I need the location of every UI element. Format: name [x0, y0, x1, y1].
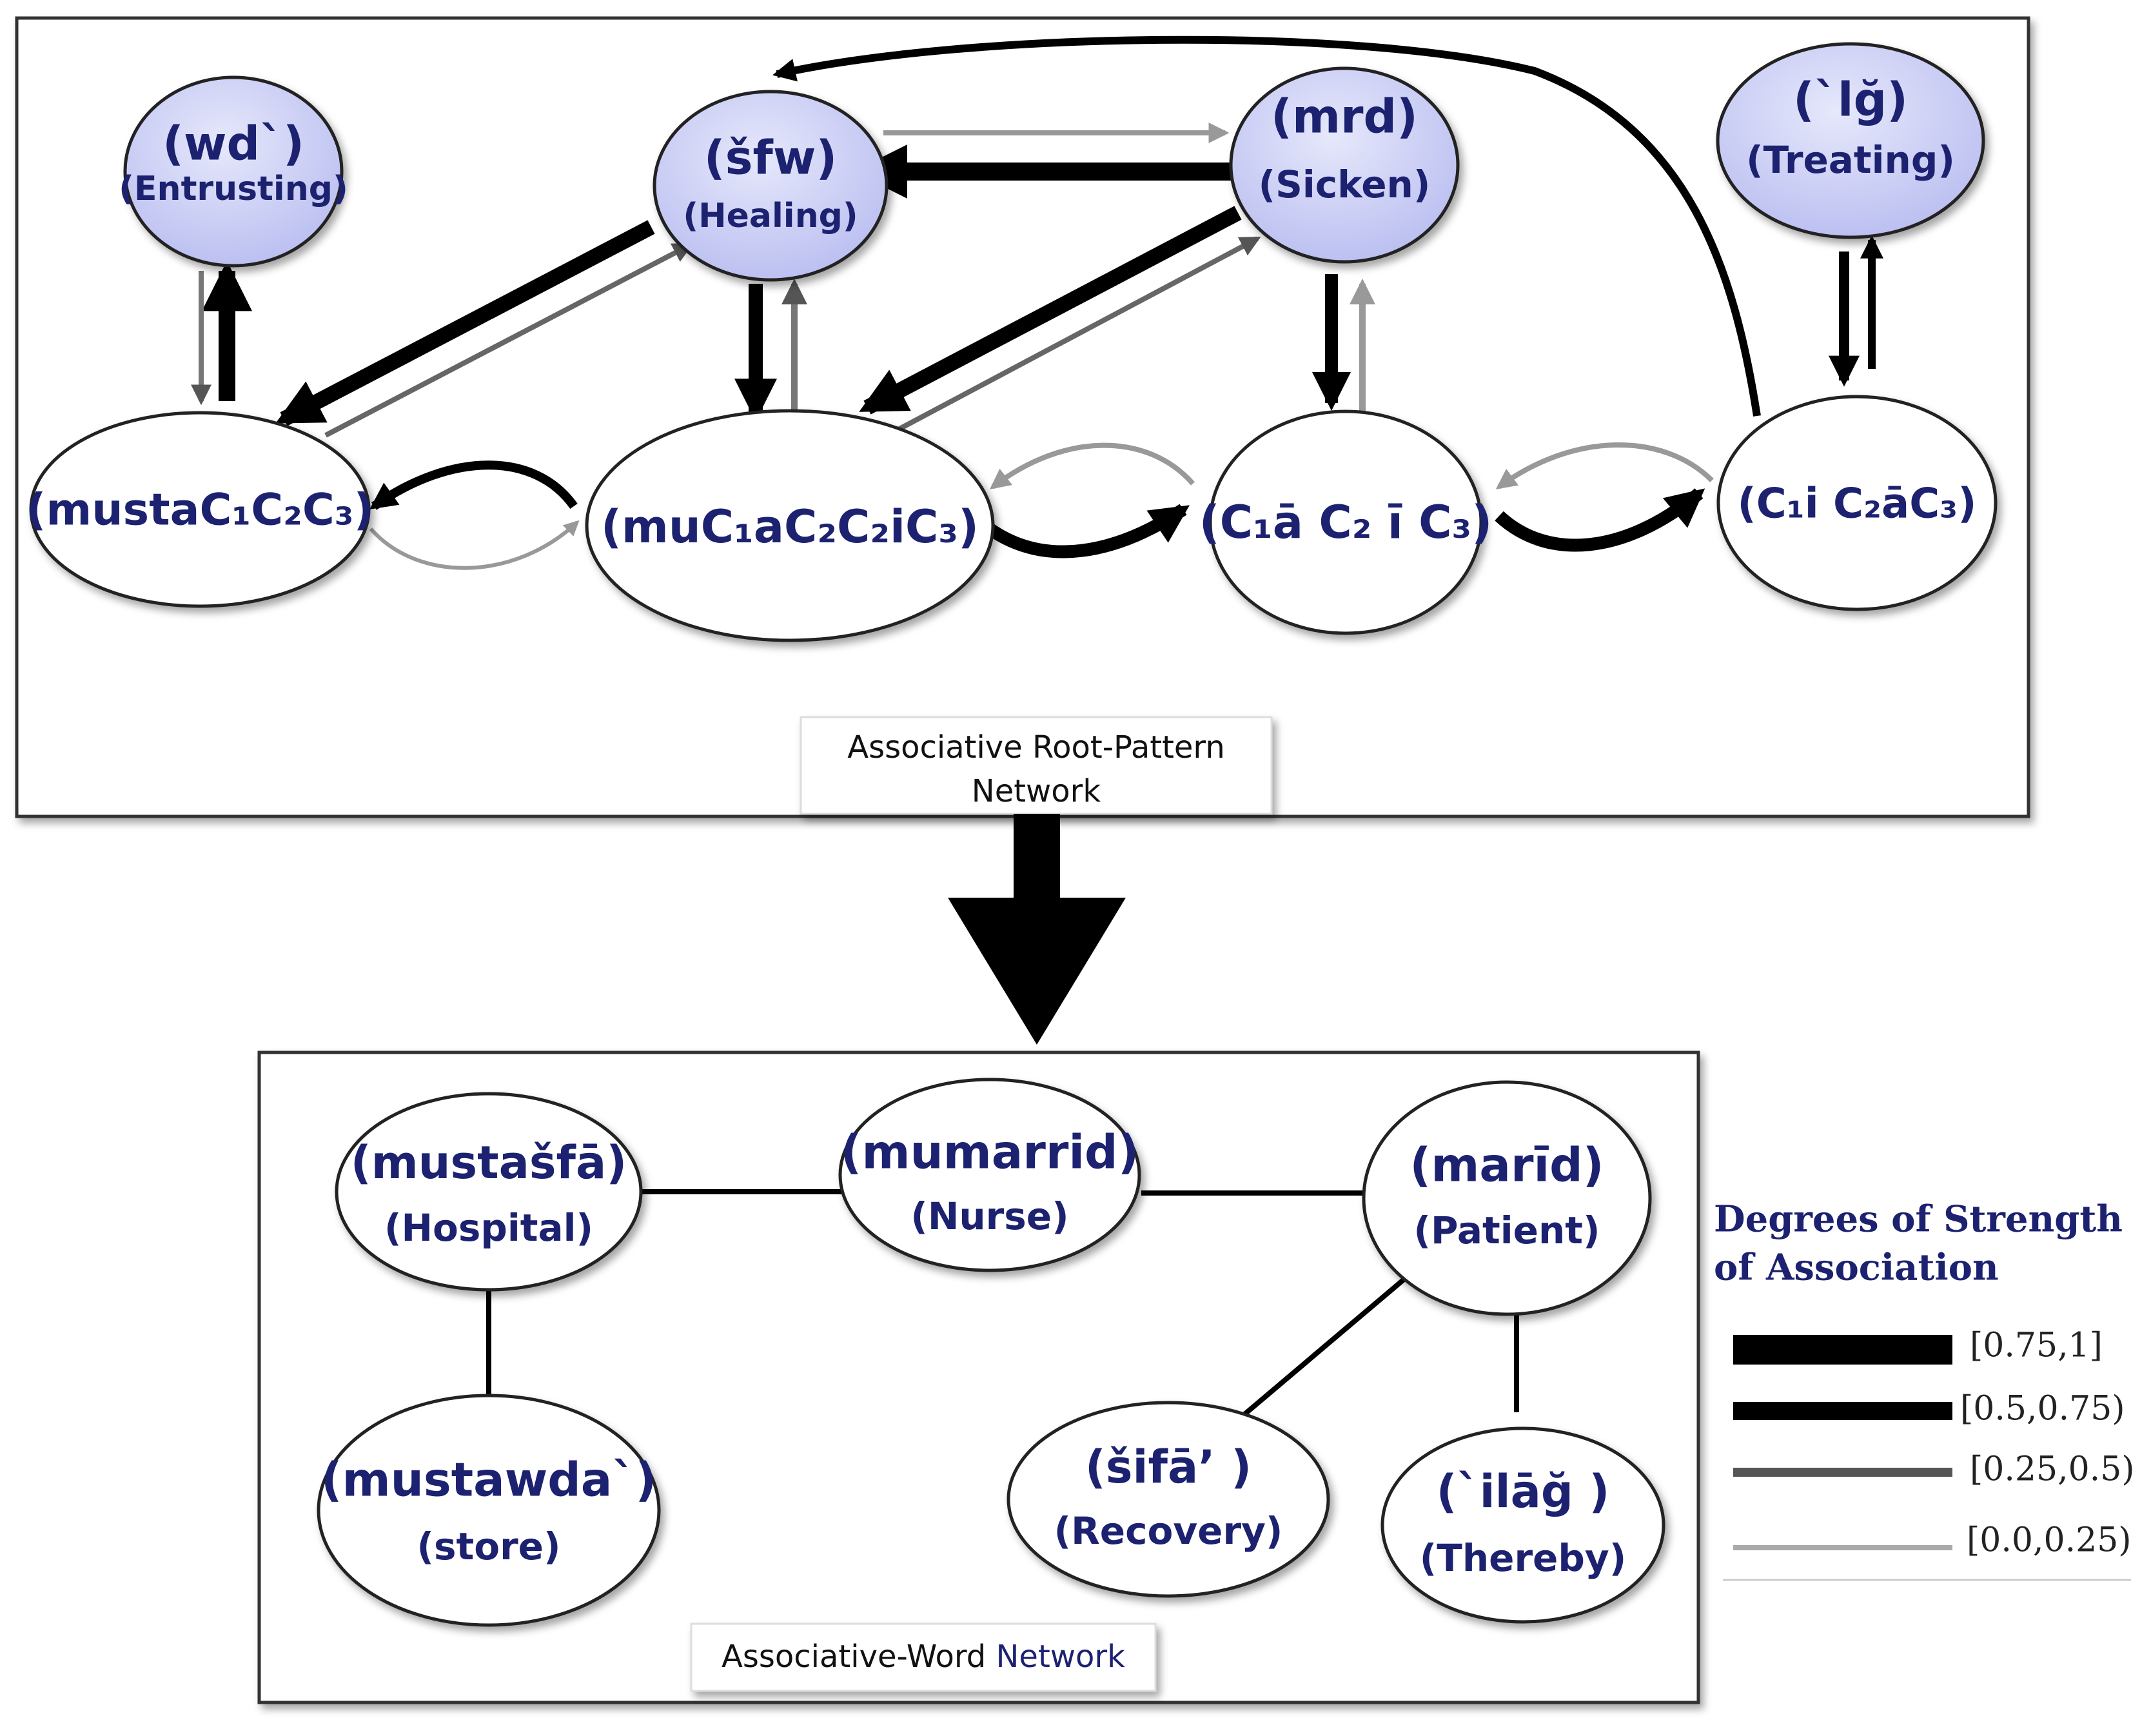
root-sfw-main: (šfw) [704, 131, 838, 185]
word-marid-main: (marīd) [1409, 1138, 1604, 1192]
legend-label-0: [0.75,1] [1970, 1327, 2103, 1365]
pattern-musta-label: (mustaC₁C₂C₃) [26, 485, 373, 536]
word-mustasfa-main: (mustašfā) [351, 1136, 627, 1189]
edge-caci-to-cica [1495, 488, 1705, 552]
legend-title-line1: Degrees of Strength [1714, 1198, 2123, 1241]
edge-caci-to-muc [989, 442, 1195, 489]
pattern-muc-label: (muC₁aC₂C₂iC₃) [601, 500, 979, 553]
root-mrd-sub: (Sicken) [1259, 163, 1431, 206]
pattern-cica-label: (C₁i C₂āC₃) [1738, 480, 1977, 528]
word-node-mustawda: (mustawda`) (store) [317, 1394, 661, 1627]
root-pattern-label-line2: Network [972, 773, 1101, 809]
word-mumarrid-main: (mumarrid) [841, 1125, 1139, 1179]
root-mrd-main: (mrd) [1271, 90, 1418, 144]
edge-muc-to-caci [986, 504, 1190, 558]
edge-sfw-to-musta [275, 220, 655, 426]
word-node-mustasfa: (mustašfā) (Hospital) [335, 1092, 643, 1292]
word-sifa-main: (šifā’ ) [1085, 1441, 1252, 1494]
edge-cica-to-caci [1495, 442, 1714, 489]
word-node-ilag: (`ilāğ ) (Thereby) [1380, 1426, 1665, 1624]
root-node-mrd: (mrd) (Sicken) [1229, 66, 1460, 264]
word-node-mumarrid: (mumarrid) (Nurse) [838, 1078, 1141, 1272]
legend-label-3: [0.0,0.25) [1967, 1521, 2132, 1560]
word-network-label: Associative-Word Network [722, 1639, 1125, 1675]
legend-swatch-3 [1733, 1545, 1952, 1550]
root-sfw-sub: (Healing) [683, 197, 858, 235]
legend-swatch-2 [1733, 1468, 1952, 1477]
legend-swatch-0 [1733, 1335, 1952, 1365]
legend: Degrees of Strength of Association [0.75… [1714, 1198, 2135, 1581]
legend-title-line2: of Association [1714, 1247, 1999, 1289]
root-lg-sub: (Treating) [1746, 138, 1955, 182]
pattern-caci-label: (C₁ā C₂ ī C₃) [1199, 496, 1492, 549]
word-mumarrid-sub: (Nurse) [910, 1194, 1068, 1238]
word-ilag-main: (`ilāğ ) [1437, 1465, 1610, 1518]
root-wd-sub: (Entrusting) [119, 170, 348, 208]
edge-cica-to-sfw [772, 35, 1761, 417]
edge-muc-to-musta [369, 460, 578, 510]
edge-mrd-to-muc [859, 206, 1242, 415]
word-ilag-sub: (Thereby) [1420, 1536, 1626, 1580]
edge-muc-to-mrd [898, 236, 1261, 431]
legend-swatch-1 [1733, 1402, 1952, 1420]
pattern-node-musta: (mustaC₁C₂C₃) [26, 411, 374, 608]
word-mustawda-main: (mustawda`) [321, 1453, 657, 1507]
edge-marid-sifa [1237, 1274, 1409, 1421]
word-mustasfa-sub: (Hospital) [384, 1206, 593, 1250]
root-node-lg: (`lğ) (Treating) [1716, 42, 1985, 239]
root-pattern-frame [15, 16, 2030, 818]
pattern-node-cica: (C₁i C₂āC₃) [1716, 395, 1998, 611]
root-wd-main: (wd`) [162, 117, 304, 171]
word-edges [486, 1189, 1519, 1421]
big-down-arrow [948, 814, 1126, 1045]
pattern-node-caci: (C₁ā C₂ ī C₃) [1199, 409, 1492, 635]
word-mustawda-sub: (store) [417, 1524, 560, 1568]
root-lg-main: (`lğ) [1793, 73, 1908, 127]
word-sifa-sub: (Recovery) [1054, 1509, 1283, 1553]
root-pattern-network-panel: (wd`) (Entrusting) (šfw) (Healing) (mrd)… [15, 16, 2030, 818]
root-node-sfw: (šfw) (Healing) [653, 90, 889, 282]
root-node-wd: (wd`) (Entrusting) [119, 75, 348, 268]
edge-musta-to-muc [369, 520, 580, 570]
root-pattern-label-box: Associative Root-Pattern Network [800, 716, 1273, 815]
pattern-node-muc: (muC₁aC₂C₂iC₃) [585, 409, 995, 642]
root-pattern-edges [191, 35, 1883, 570]
word-marid-sub: (Patient) [1413, 1208, 1600, 1252]
legend-label-1: [0.5,0.75) [1960, 1390, 2125, 1428]
word-node-sifa: (šifā’ ) (Recovery) [1007, 1401, 1330, 1598]
word-network-panel: (mustašfā) (Hospital) (mumarrid) (Nurse)… [257, 1050, 1700, 1704]
edge-musta-to-sfw [324, 242, 694, 438]
root-pattern-label-line1: Associative Root-Pattern [847, 729, 1224, 765]
word-node-marid: (marīd) (Patient) [1362, 1080, 1652, 1316]
word-network-label-box: Associative-Word Network [690, 1623, 1157, 1692]
legend-label-2: [0.25,0.5) [1970, 1450, 2135, 1489]
